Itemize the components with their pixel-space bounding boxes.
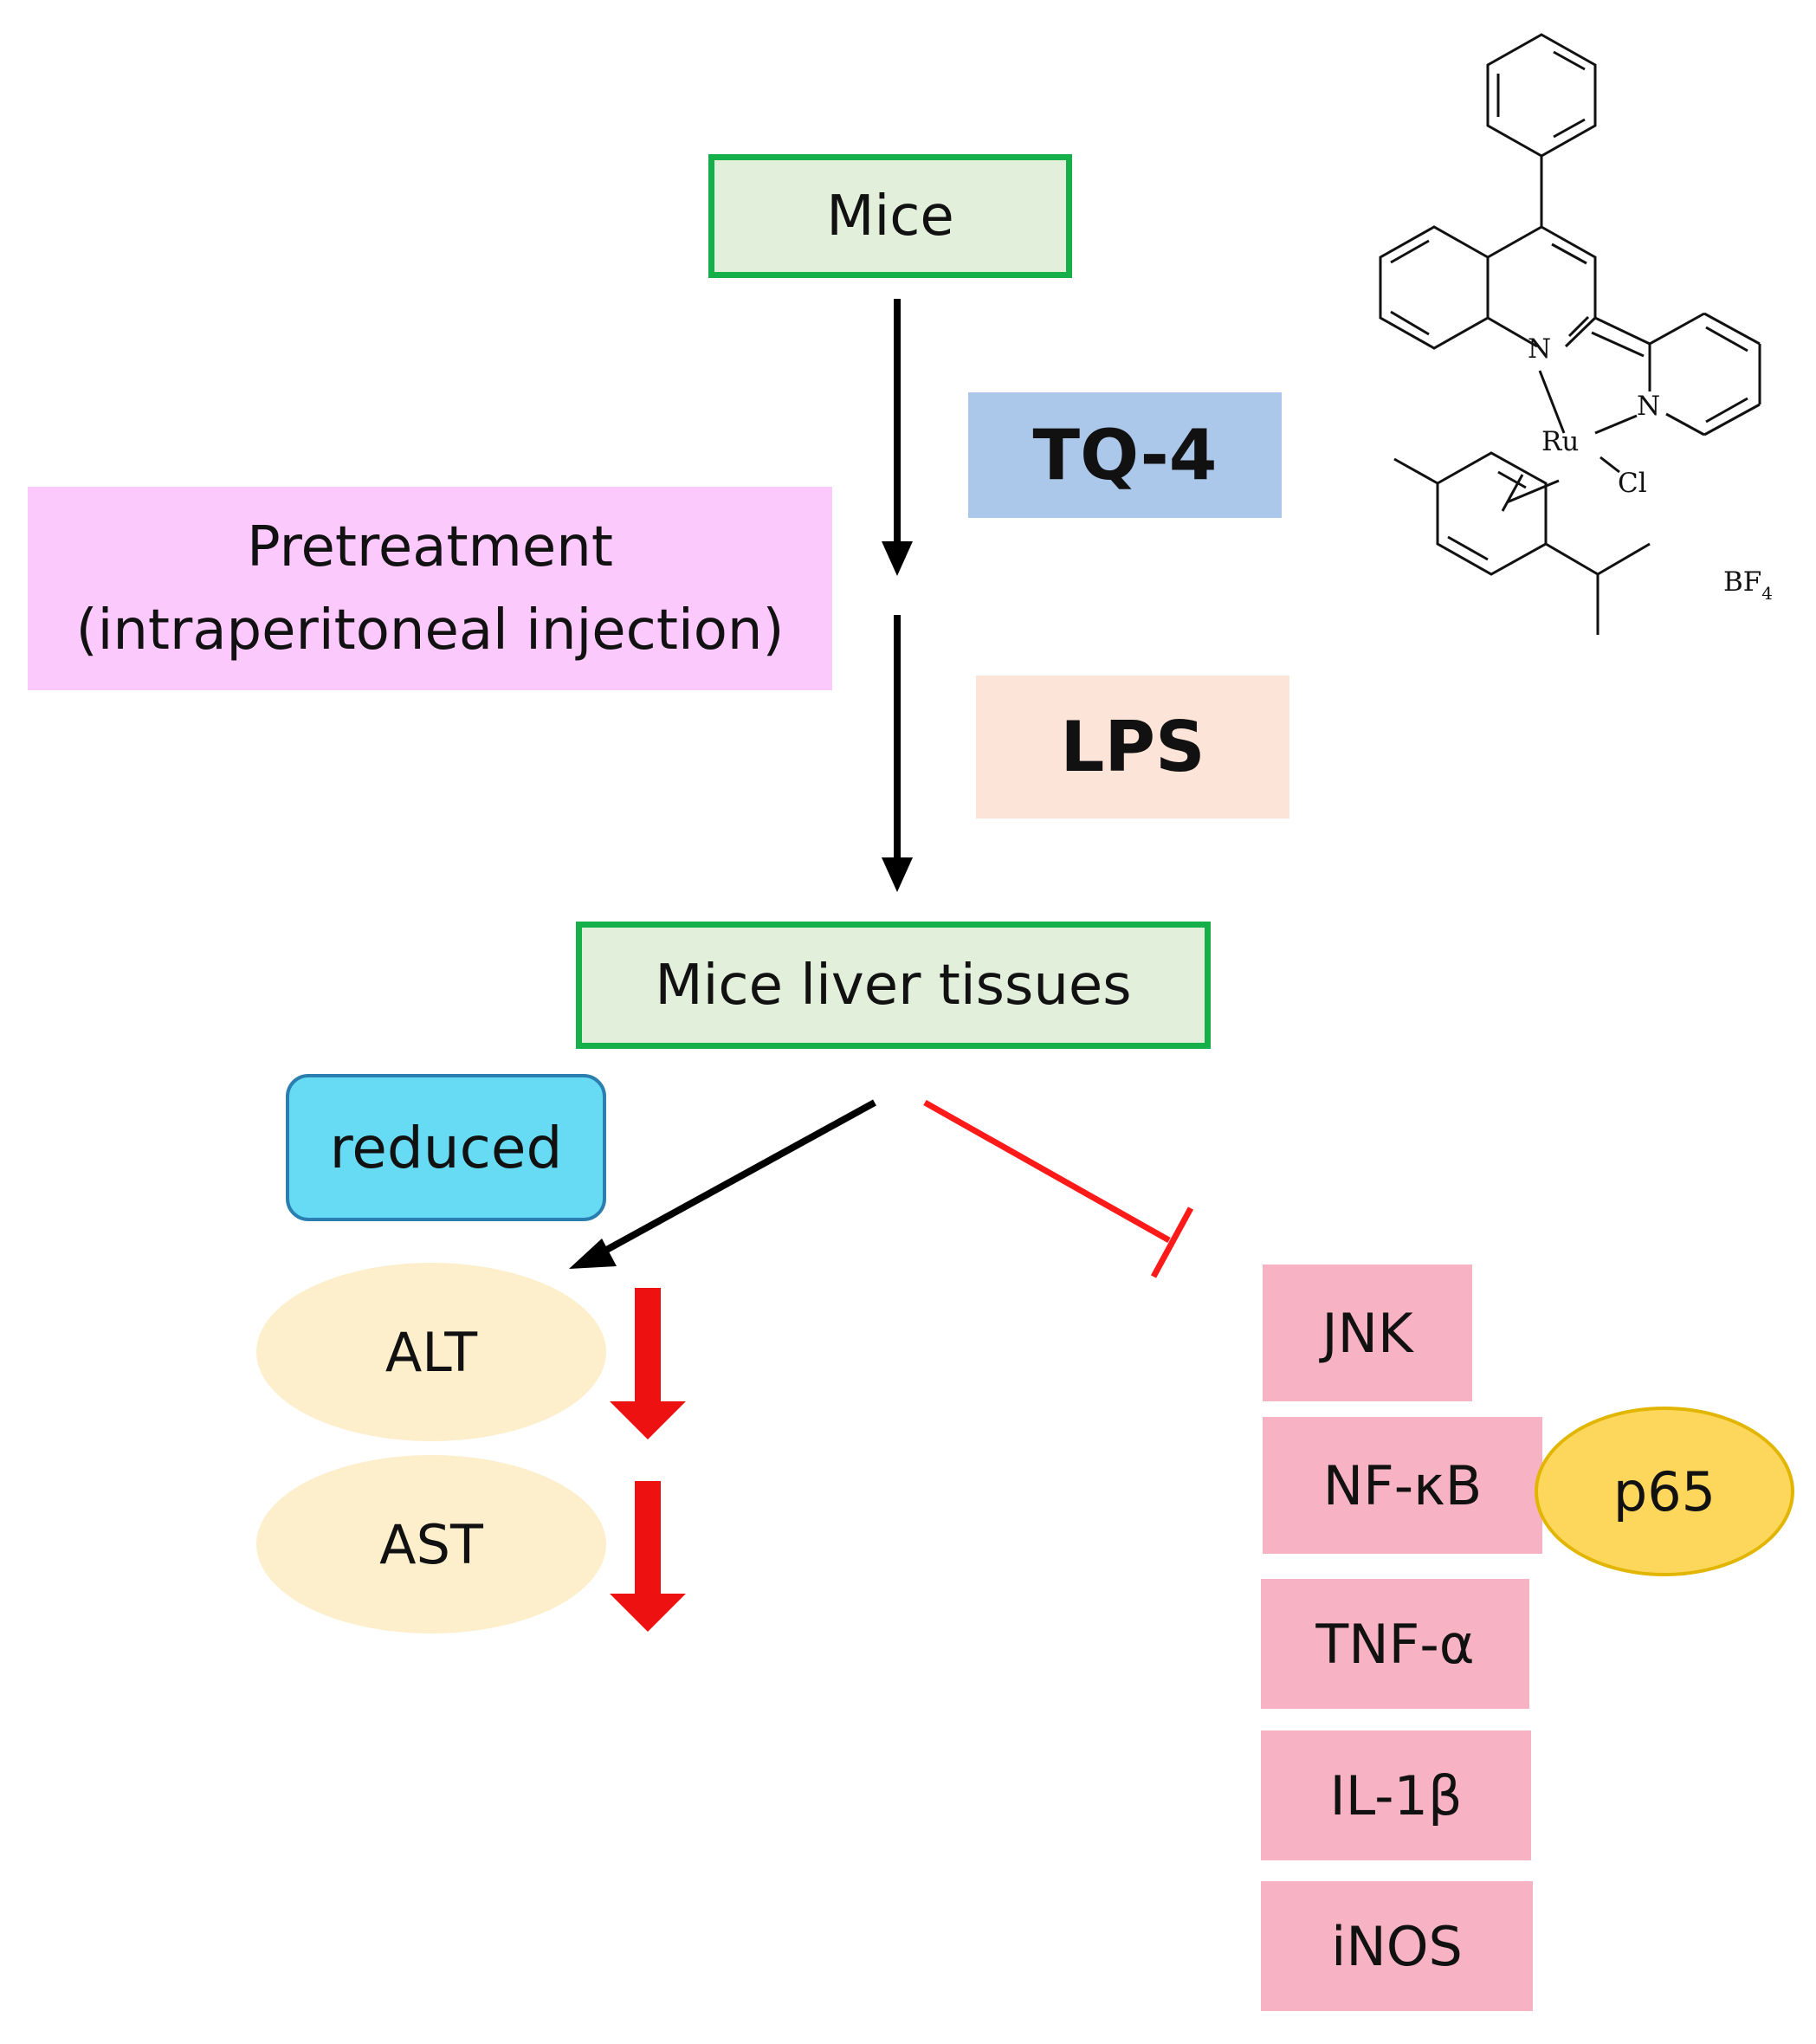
inos-label: iNOS bbox=[1331, 1914, 1463, 1978]
mice-box: Mice bbox=[708, 154, 1072, 278]
pretreatment-sublabel: (intraperitoneal injection) bbox=[75, 598, 785, 663]
pretreatment-box: Pretreatment (intraperitoneal injection) bbox=[28, 487, 832, 690]
p65-label: p65 bbox=[1612, 1459, 1716, 1523]
ast-ellipse: AST bbox=[256, 1455, 606, 1633]
ast-decrease-arrow bbox=[610, 1481, 686, 1632]
arrow-pretreatment-to-liver bbox=[882, 615, 913, 892]
ast-label: AST bbox=[379, 1512, 483, 1576]
tq4-box: TQ-4 bbox=[968, 392, 1282, 518]
reduced-label: reduced bbox=[329, 1114, 563, 1181]
inhibition-line bbox=[923, 1099, 1194, 1278]
arrow-liver-to-alt bbox=[569, 1099, 876, 1269]
il1b-label: IL-1β bbox=[1329, 1763, 1463, 1827]
p65-ellipse: p65 bbox=[1535, 1407, 1794, 1576]
atom-n-pyridine: N bbox=[1637, 391, 1660, 422]
counterion-symbol: BF bbox=[1723, 566, 1761, 598]
nfkb-label: NF-κB bbox=[1322, 1453, 1483, 1517]
tq4-label: TQ-4 bbox=[1032, 415, 1218, 495]
tq4-chemical-structure bbox=[1379, 33, 1761, 635]
inos-box: iNOS bbox=[1261, 1881, 1533, 2011]
reduced-box: reduced bbox=[286, 1074, 606, 1221]
alt-label: ALT bbox=[385, 1320, 478, 1384]
mice-label: Mice bbox=[826, 184, 954, 249]
tnfa-box: TNF-α bbox=[1261, 1579, 1529, 1709]
pretreatment-label: Pretreatment bbox=[247, 514, 613, 579]
counterion-subscript: 4 bbox=[1761, 583, 1773, 604]
tnfa-label: TNF-α bbox=[1315, 1612, 1475, 1676]
alt-ellipse: ALT bbox=[256, 1263, 606, 1441]
nfkb-box: NF-κB bbox=[1263, 1417, 1542, 1554]
atom-n-quinoline: N bbox=[1528, 333, 1551, 365]
arrow-mice-to-pretreatment bbox=[882, 299, 913, 576]
liver-box: Mice liver tissues bbox=[576, 922, 1211, 1049]
alt-decrease-arrow bbox=[610, 1288, 686, 1439]
jnk-label: JNK bbox=[1322, 1301, 1413, 1365]
lps-label: LPS bbox=[1060, 707, 1205, 787]
atom-ru: Ru bbox=[1541, 426, 1579, 457]
atom-cl: Cl bbox=[1618, 468, 1647, 499]
lps-box: LPS bbox=[976, 676, 1289, 818]
jnk-box: JNK bbox=[1263, 1265, 1472, 1401]
liver-label: Mice liver tissues bbox=[655, 953, 1132, 1018]
il1b-box: IL-1β bbox=[1261, 1730, 1531, 1860]
counterion-bf4: BF4 bbox=[1723, 566, 1773, 604]
